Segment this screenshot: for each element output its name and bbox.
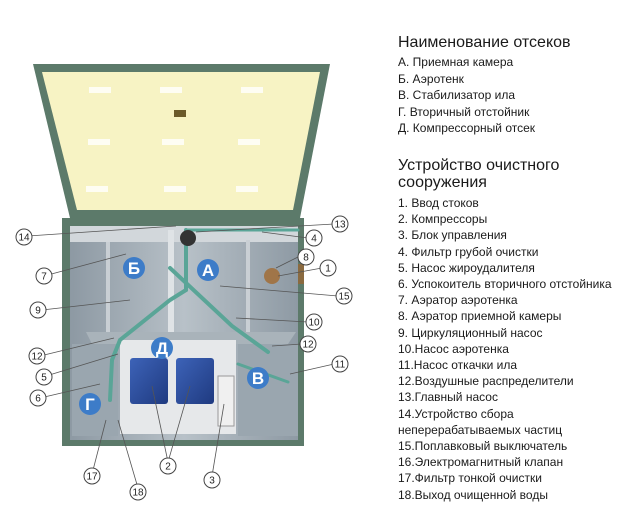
- compartment-label-v: В: [252, 369, 264, 388]
- part-item: 12.Воздушные распределители: [398, 374, 574, 389]
- inlet-pipe: [264, 268, 280, 284]
- compressor-right: [176, 358, 214, 404]
- part-item: 11.Насос откачки ила: [398, 358, 518, 372]
- leader-lines: [27, 223, 339, 489]
- part-item: 8. Аэратор приемной камеры: [398, 309, 562, 324]
- compartment-label-g: Г: [85, 395, 95, 414]
- callout-18: 18: [132, 488, 144, 499]
- callout-7: 7: [41, 272, 47, 283]
- callout-17: 17: [86, 472, 98, 483]
- lid-handle: [174, 110, 186, 117]
- callout-4: 4: [311, 234, 317, 245]
- compartment-labels: Б А Д В Г: [79, 257, 269, 415]
- compressor-left: [130, 358, 168, 404]
- part-item: 16.Электромагнитный клапан: [398, 455, 564, 470]
- tank-body: [62, 218, 304, 446]
- part-item: 4. Фильтр грубой очистки: [398, 244, 539, 259]
- callout-12-left: 12: [31, 352, 43, 363]
- callout-9: 9: [35, 306, 41, 317]
- part-14-line1: 14.Устройство сбора: [398, 406, 514, 421]
- compartment-label-b: Б: [128, 259, 140, 278]
- part-item: 10.Насос аэротенка: [398, 341, 509, 356]
- device-title: Устройство очистного сооружения: [398, 157, 640, 191]
- control-unit: [217, 375, 235, 427]
- callout-13: 13: [334, 220, 346, 231]
- callout-1: 1: [325, 264, 331, 275]
- sections-title: Наименование отсеков: [398, 34, 571, 51]
- callout-2: 2: [165, 462, 171, 473]
- part-item: 2. Компрессоры: [398, 212, 488, 227]
- section-item: А. Приемная камера: [398, 55, 514, 69]
- device-title-line1: Устройство очистного: [398, 156, 560, 174]
- callout-11: 11: [335, 360, 346, 371]
- callout-12-right: 12: [302, 340, 314, 351]
- callout-10: 10: [308, 318, 320, 329]
- legend: Наименование отсеков А. Приемная камера …: [398, 34, 640, 503]
- part-item: 17.Фильтр тонкой очистки: [398, 471, 542, 486]
- lid: [33, 64, 330, 218]
- part-item: 15.Поплавковый выключатель: [398, 439, 568, 454]
- main-pump: [180, 230, 196, 246]
- part-14-line2: неперерабатываемых частиц: [398, 422, 563, 437]
- device-title-line2: сооружения: [398, 173, 487, 191]
- part-item: 18.Выход очищенной воды: [398, 487, 548, 502]
- sections-list: А. Приемная камера Б. Аэротенк В. Стабил…: [398, 54, 640, 137]
- section-item: Б. Аэротенк: [398, 71, 464, 86]
- parts-list: 1. Ввод стоков 2. Компрессоры 3. Блок уп…: [398, 195, 640, 503]
- section-item: Д. Компрессорный отсек: [398, 121, 536, 136]
- part-item: 13.Главный насос: [398, 390, 498, 405]
- part-item: 3. Блок управления: [398, 228, 507, 243]
- part-item: 7. Аэратор аэротенка: [398, 293, 518, 308]
- compartment-label-a: А: [202, 261, 214, 280]
- section-item: В. Стабилизатор ила: [398, 88, 515, 103]
- part-item: 6. Успокоитель вторичного отстойника: [398, 276, 612, 291]
- callout-6: 6: [35, 394, 41, 405]
- callout-8: 8: [303, 253, 309, 264]
- compressors: [130, 358, 235, 427]
- compartment-label-d: Д: [156, 339, 168, 358]
- part-item: 5. Насос жироудалителя: [398, 260, 535, 275]
- part-item: 1. Ввод стоков: [398, 195, 479, 210]
- callout-15: 15: [338, 292, 350, 303]
- part-item: 9. Циркуляционный насос: [398, 325, 543, 340]
- callout-numbers: 14 13 4 8 1 15 7 9 10 12 12 5 11 6 2 3 1…: [18, 220, 350, 499]
- section-item: Г. Вторичный отстойник: [398, 104, 530, 119]
- part-item-14: 14.Устройство сбора неперерабатываемых ч…: [398, 406, 640, 438]
- callout-5: 5: [41, 373, 47, 384]
- callout-3: 3: [209, 476, 215, 487]
- callout-14: 14: [18, 233, 30, 244]
- callouts: [15, 215, 353, 501]
